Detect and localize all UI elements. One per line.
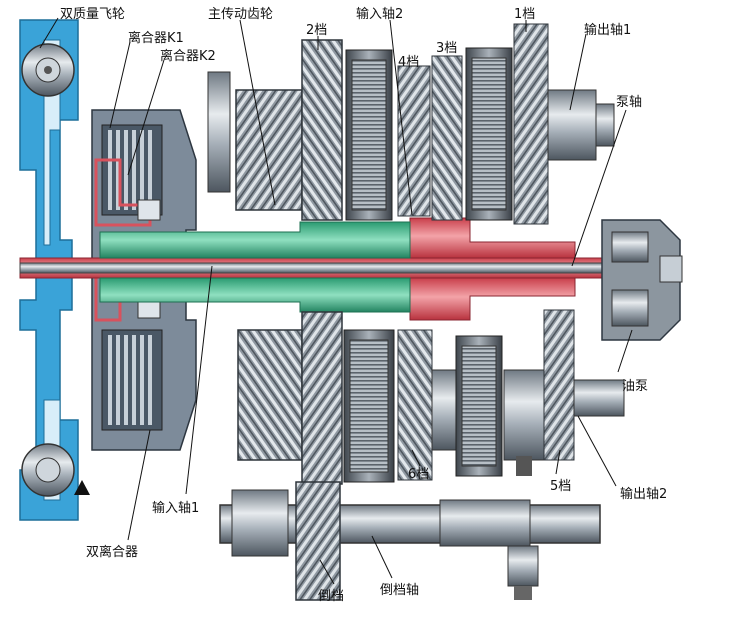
label-reverse-gear: 倒档 bbox=[318, 589, 344, 604]
label-gear-6: 6档 bbox=[408, 467, 429, 482]
input-shaft-2 bbox=[99, 221, 411, 313]
label-dual-clutch: 双离合器 bbox=[86, 544, 138, 560]
leader-lines bbox=[39, 17, 633, 585]
label-oil-pump: 油泵 bbox=[622, 379, 648, 394]
label-input-shaft-2: 输入轴2 bbox=[356, 6, 403, 22]
reverse-shaft-assembly bbox=[219, 481, 601, 601]
label-output-shaft-1: 输出轴1 bbox=[584, 22, 631, 38]
labels: 双质量飞轮 离合器K1 离合器K2 主传动齿轮 2档 输入轴2 1档 输出轴1 … bbox=[60, 6, 667, 604]
label-pump-shaft: 泵轴 bbox=[616, 95, 642, 110]
label-input-shaft-1: 输入轴1 bbox=[152, 500, 199, 516]
oil-pump bbox=[601, 219, 683, 341]
label-gear-1: 1档 bbox=[514, 7, 535, 22]
label-clutch-k2: 离合器K2 bbox=[160, 48, 216, 64]
label-gear-5: 5档 bbox=[550, 479, 571, 494]
label-main-drive-gear: 主传动齿轮 bbox=[208, 7, 273, 22]
lower-gear-cluster bbox=[237, 309, 625, 485]
label-dual-mass-flywheel: 双质量飞轮 bbox=[60, 7, 125, 22]
label-output-shaft-2: 输出轴2 bbox=[620, 486, 667, 502]
label-clutch-k1: 离合器K1 bbox=[128, 30, 184, 46]
label-gear-2: 2档 bbox=[306, 23, 327, 38]
label-gear-3: 3档 bbox=[436, 41, 457, 56]
upper-gear-cluster bbox=[207, 23, 615, 225]
label-gear-4: 4档 bbox=[398, 55, 419, 70]
pump-shaft bbox=[19, 262, 661, 274]
label-reverse-shaft: 倒档轴 bbox=[380, 583, 419, 598]
